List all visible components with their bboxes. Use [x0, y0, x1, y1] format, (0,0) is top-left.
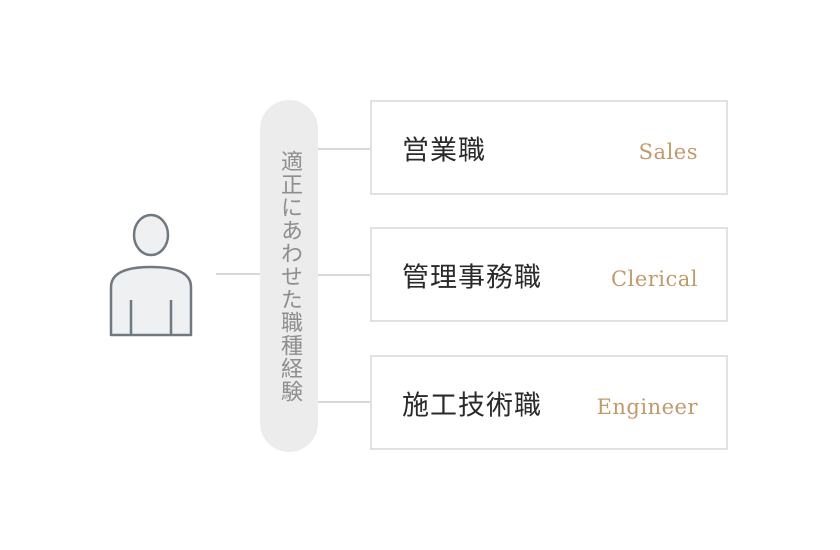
job-name-ja: 営業職 [402, 135, 486, 166]
person-icon [108, 212, 194, 338]
connector-line-clerical [318, 274, 370, 276]
job-name-en: Engineer [596, 394, 698, 419]
job-box-clerical: 管理事務職 Clerical [370, 227, 728, 322]
connector-line-engineer [318, 401, 370, 403]
job-name-ja: 管理事務職 [402, 262, 542, 293]
job-box-sales: 営業職 Sales [370, 100, 728, 195]
job-name-en: Clerical [611, 266, 698, 291]
center-pill: 適正にあわせた職種経験 [260, 100, 318, 452]
job-name-en: Sales [638, 139, 698, 164]
connector-line-sales [318, 148, 370, 150]
person-connector-line [216, 273, 260, 275]
job-box-engineer: 施工技術職 Engineer [370, 355, 728, 450]
job-name-ja: 施工技術職 [402, 390, 542, 421]
center-label: 適正にあわせた職種経験 [277, 149, 302, 403]
